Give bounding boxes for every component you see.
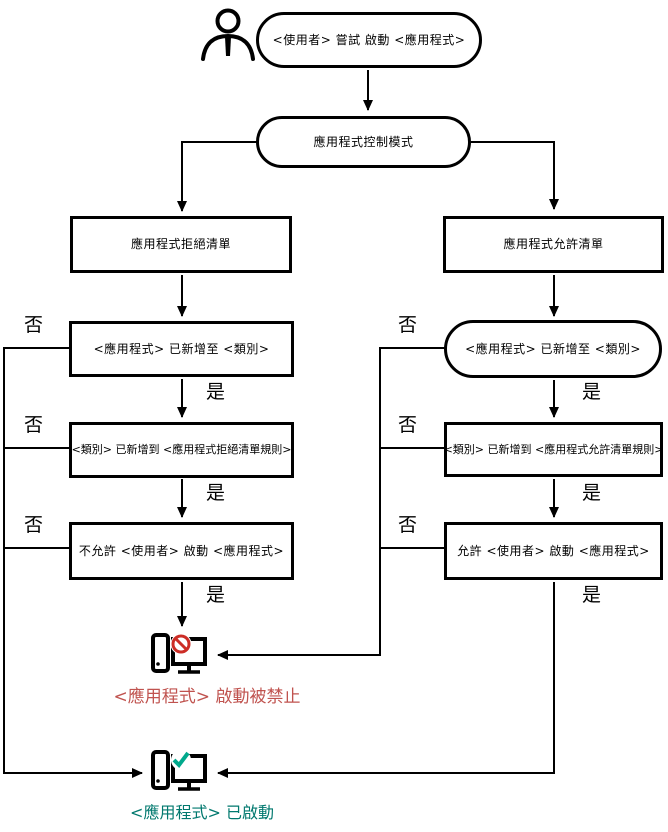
flow-node-allow-app-in-category: <應用程式> 已新增至 <類別> bbox=[444, 320, 662, 378]
flow-node-control-mode: 應用程式控制模式 bbox=[256, 116, 471, 168]
edge-label-yes: 是 bbox=[206, 482, 226, 504]
checkmark-icon bbox=[172, 751, 190, 769]
edge-label-no: 否 bbox=[24, 414, 44, 436]
flow-node-denylist: 應用程式拒絕清單 bbox=[70, 216, 292, 273]
edge-label-no: 否 bbox=[24, 514, 44, 536]
edge-label-no: 否 bbox=[398, 414, 418, 436]
flow-node-deny-category-in-rule: <類別> 已新增到 <應用程式拒絕清單規則> bbox=[69, 422, 294, 478]
started-result-text: <應用程式> 已啟動 bbox=[130, 803, 274, 822]
edge-label-yes: 是 bbox=[582, 381, 602, 403]
blocked-result-text: <應用程式> 啟動被禁止 bbox=[113, 687, 301, 707]
prohibition-icon bbox=[171, 634, 191, 654]
flow-node-deny-app-in-category: <應用程式> 已新增至 <類別> bbox=[69, 321, 294, 377]
edge-label-no: 否 bbox=[398, 514, 418, 536]
edge-label-yes: 是 bbox=[582, 584, 602, 606]
flow-node-allowlist: 應用程式允許清單 bbox=[443, 216, 664, 273]
edge-label-yes: 是 bbox=[582, 482, 602, 504]
user-icon bbox=[197, 5, 255, 63]
flow-node-start: <使用者> 嘗試 啟動 <應用程式> bbox=[256, 12, 482, 68]
flow-node-deny-user-start: 不允許 <使用者> 啟動 <應用程式> bbox=[69, 522, 294, 580]
computer-started-icon bbox=[150, 748, 208, 794]
flow-node-allow-user-start: 允許 <使用者> 啟動 <應用程式> bbox=[444, 522, 663, 580]
edge-label-yes: 是 bbox=[206, 584, 226, 606]
edge-label-no: 否 bbox=[24, 314, 44, 336]
edge-label-no: 否 bbox=[398, 314, 418, 336]
flow-node-allow-category-in-rule: <類別> 已新增到 <應用程式允許清單規則> bbox=[444, 422, 663, 477]
edge-label-yes: 是 bbox=[206, 381, 226, 403]
computer-blocked-icon bbox=[150, 631, 208, 677]
